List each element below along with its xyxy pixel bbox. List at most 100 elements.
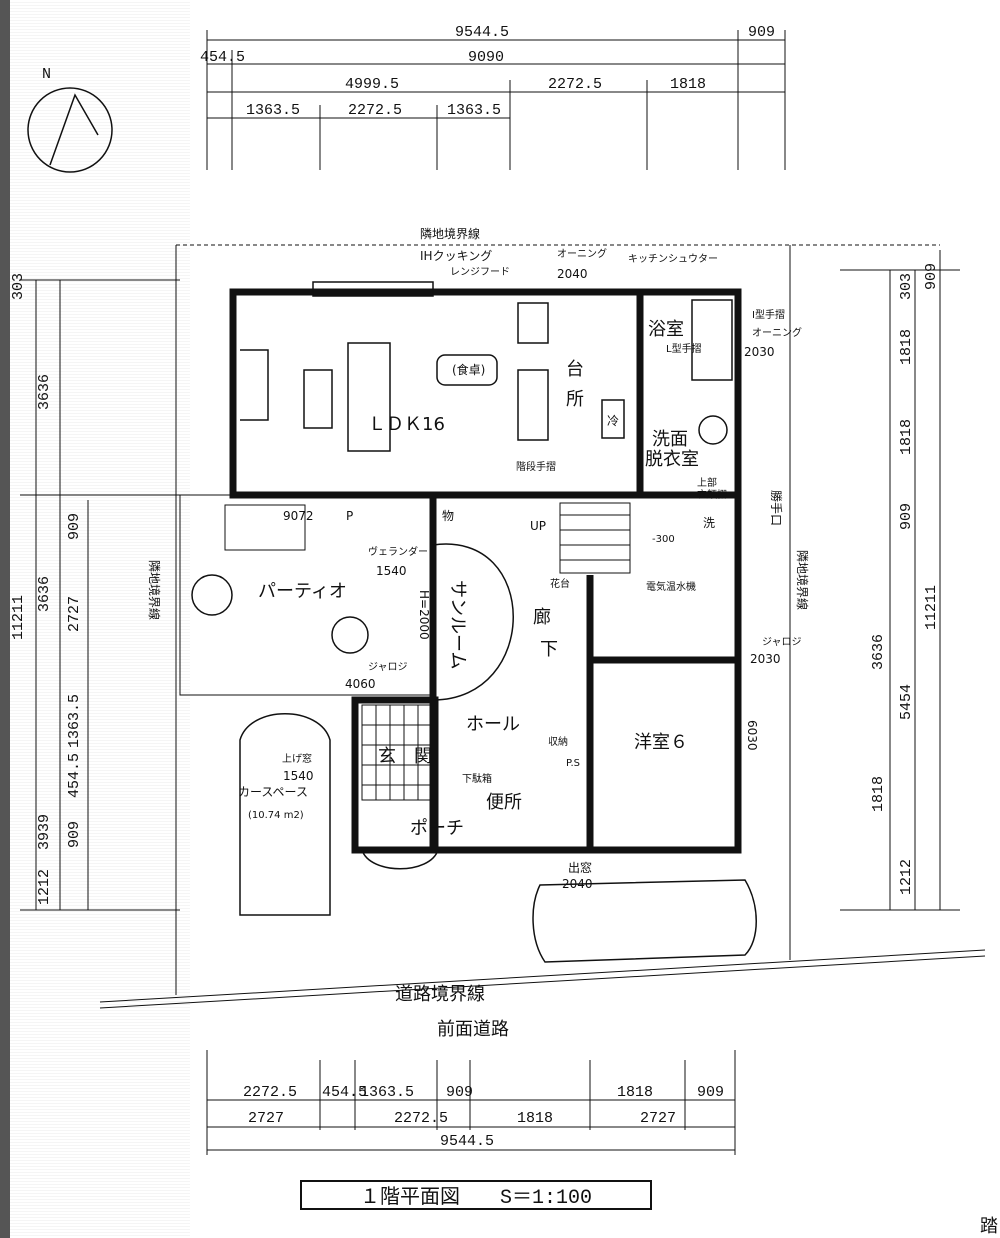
dim-right-ext: 909 [748, 24, 775, 41]
dim-left-1363: 1363.5 [66, 694, 83, 748]
label-jalousie: ジャロジ [368, 662, 408, 673]
dim-right-1818c: 1818 [870, 776, 887, 812]
dim-bottom-b: 454.5 [322, 1084, 367, 1101]
cars [239, 713, 757, 963]
label-ih: IHクッキング [420, 249, 492, 263]
dim-right-909b: 909 [898, 503, 915, 530]
label-up: UP [530, 519, 546, 533]
stairs [224, 502, 631, 574]
top-dimensions: 9544.5 909 454.5 9090 4999.5 2272.5 1818… [200, 24, 786, 170]
label-neighbor-top: 隣地境界線 [420, 226, 480, 241]
dim-left-small: 454.5 [200, 49, 245, 66]
bottom-dimensions: 2272.5 454.5 1363.5 909 1818 909 2727 22… [206, 1050, 736, 1155]
label-storage-size: -300 [652, 534, 675, 545]
label-window2-size: 2040 [562, 877, 593, 891]
north-label: N [42, 66, 51, 83]
north-arrow: N [27, 66, 113, 173]
room-corridor: 廊 [533, 607, 551, 628]
dim-bottom-c: 1363.5 [360, 1084, 414, 1101]
dim-left-454: 454.5 [66, 753, 83, 798]
dim-right-1818a: 1818 [898, 329, 915, 365]
site-boundary [175, 244, 940, 995]
label-back-door: 勝手口 [769, 490, 784, 526]
label-veranda: ヴェランダー [368, 545, 428, 558]
dim-bottom-d: 909 [446, 1084, 473, 1101]
label-awning2: オーニング [752, 326, 802, 339]
dim-right-11211: 11211 [923, 585, 940, 630]
dim-left-3636a: 3636 [36, 374, 53, 410]
dim-bottom-i: 1818 [517, 1110, 553, 1127]
label-road-boundary: 道路境界線 [395, 984, 485, 1005]
dim-right-5454: 5454 [898, 684, 915, 720]
patio-area [179, 494, 514, 701]
dim-bottom-e: 1818 [617, 1084, 653, 1101]
dim-left-1212: 1212 [36, 869, 53, 905]
room-porch: ポーチ [410, 818, 464, 839]
label-jalousie2: ジャロジ [762, 637, 802, 648]
label-washer: 洗 [703, 516, 715, 530]
dim-row4-c: 1363.5 [447, 102, 501, 119]
label-shoe: 下駄箱 [462, 772, 492, 785]
label-h2000: H=2000 [417, 590, 431, 640]
label-awning1: オーニング [557, 247, 607, 260]
label-l-rail: L型手摺 [666, 342, 702, 355]
label-window2: 出窓 [568, 860, 592, 875]
dim-bottom-total: 9544.5 [440, 1133, 494, 1150]
label-veranda-size: 1540 [376, 564, 407, 578]
dim-right-1818b: 1818 [898, 419, 915, 455]
room-sunroom: サンルーム [447, 580, 468, 669]
label-side-char: 踏 [980, 1216, 998, 1237]
label-w6030: 6030 [745, 720, 759, 751]
annotations: 隣地境界線 IHクッキング レンジフード オーニング 2040 キッチンシュウタ… [147, 226, 998, 1237]
room-entrance: 玄 関 [378, 746, 432, 767]
dim-bottom-g: 2727 [248, 1110, 284, 1127]
dim-row4-a: 1363.5 [246, 102, 300, 119]
plan-title-floor: １階平面図 [359, 1187, 460, 1210]
dim-right-3636: 3636 [870, 634, 887, 670]
dim-bottom-h: 2272.5 [394, 1110, 448, 1127]
label-heater: 電気温水機 [646, 580, 696, 593]
dim-left-303: 303 [10, 273, 27, 300]
dim-left-11211: 11211 [10, 595, 27, 640]
dim-row3-b: 2272.5 [548, 76, 602, 93]
room-toilet: 便所 [486, 792, 522, 813]
label-awning2-size: 2030 [744, 345, 775, 359]
right-dimensions: 909 303 1818 1818 909 11211 3636 5454 18… [840, 250, 960, 911]
label-jalousie-size: 4060 [345, 677, 376, 691]
dim-overall: 9544.5 [455, 24, 509, 41]
plan-title-scale: S＝1:100 [499, 1187, 592, 1210]
room-hall: ホール [466, 714, 520, 735]
left-dimensions: 303 3636 11211 909 3636 2727 1363.5 454.… [10, 273, 180, 911]
label-jalousie2-size: 2030 [750, 652, 781, 666]
dim-row3-a: 4999.5 [345, 76, 399, 93]
house-walls [229, 288, 742, 854]
label-i-rail: I型手摺 [752, 308, 785, 321]
room-patio: パーティオ [258, 581, 347, 602]
dim-bottom-f: 909 [697, 1084, 724, 1101]
dim-row4-b: 2272.5 [348, 102, 402, 119]
room-kitchen-b: 所 [566, 389, 584, 410]
dim-left-909b: 909 [66, 821, 83, 848]
label-flower: 花台 [550, 577, 570, 590]
label-upper-storage: 上部 [697, 476, 717, 489]
room-dining: (食卓) [452, 362, 485, 377]
dim-bottom-j: 2727 [640, 1110, 676, 1127]
scan-noise [0, 0, 190, 1238]
room-western: 洋室６ [634, 732, 688, 753]
entrance-tiles [361, 704, 439, 870]
dim-left-3636b: 3636 [36, 576, 53, 612]
label-fridge: 冷 [607, 414, 619, 428]
room-kitchen-a: 台 [566, 359, 584, 380]
dim-left-2727: 2727 [66, 596, 83, 632]
ldk-furniture [240, 281, 733, 452]
road [99, 949, 986, 1009]
label-stair-rail: 階段手摺 [516, 460, 556, 473]
label-upper-window: 上げ窓 [282, 752, 312, 765]
label-p-mark: P [346, 509, 353, 523]
scan-edge [0, 0, 10, 1238]
room-carport-area: (10.74 m2) [248, 810, 304, 821]
room-ldk: ＬＤＫ16 [368, 414, 445, 435]
room-bath: 浴室 [648, 319, 684, 340]
dim-right-909a: 909 [923, 263, 940, 290]
